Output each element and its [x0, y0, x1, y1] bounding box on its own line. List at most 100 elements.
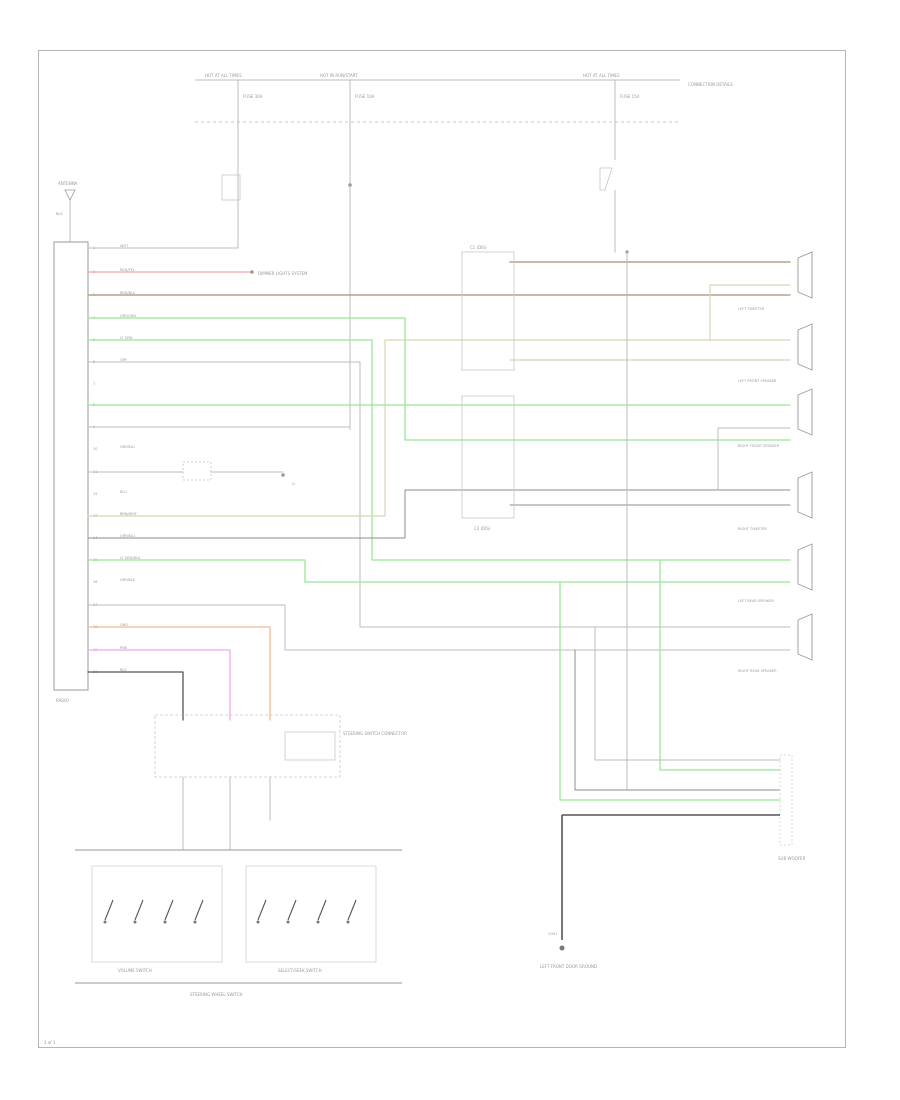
- connector-c1: C1 (DIS): [461, 245, 515, 371]
- speaker-label-right-tweeter: RIGHT TWEETER: [738, 527, 767, 531]
- radio-wire-label-18: ORG: [120, 623, 128, 627]
- switch-contact-1: [134, 899, 144, 921]
- radio-pin-12: 12: [93, 492, 97, 496]
- speaker-label-right-front-speaker: RIGHT FRONT SPEAKER: [738, 444, 780, 448]
- subwoofer-label: SUB WOOFER: [778, 856, 806, 861]
- switch-contact-2: [164, 899, 174, 921]
- bus-label-1: HOT AT ALL TIMES: [205, 73, 242, 78]
- switch-contact-7: [347, 899, 357, 921]
- radio-wire-label-14: GRY/BLU: [120, 534, 135, 538]
- switch-contact-5: [287, 899, 297, 921]
- fuse-label-1: FUSE 30A: [243, 94, 263, 99]
- wire-tan-10: [87, 339, 791, 517]
- speaker-left-front-speaker: LEFT FRONT SPEAKER: [738, 323, 813, 383]
- ground-main-label: G301: [548, 932, 557, 936]
- wire-green-5: [87, 339, 791, 561]
- switch-node-2: [163, 920, 167, 924]
- wire-gray-6: [87, 361, 791, 628]
- radio-wire-label-6: GRY: [120, 358, 128, 362]
- wire-gray-20: [614, 239, 628, 791]
- radio-wire-label-10: GRY/BLU: [120, 445, 135, 449]
- switch-node-6: [316, 920, 320, 924]
- ground-left-label: G: [292, 482, 295, 486]
- switch-contact-4: [257, 899, 267, 921]
- radio-wire-label-13: BRN/WHT: [120, 512, 138, 516]
- switch-node-7: [346, 920, 350, 924]
- footer-label: 1 of 1: [44, 1040, 56, 1045]
- steering-connector-label: STEERING SWITCH CONNECTOR: [343, 731, 407, 736]
- radio-wire-label-5: LT GRN: [120, 336, 133, 340]
- speaker-right-rear-speaker: RIGHT REAR SPEAKER: [738, 613, 813, 673]
- connector-c1-label: C1 (DIS): [470, 245, 487, 250]
- steering-wheel-switch-label: STEERING WHEEL SWITCH: [190, 992, 243, 997]
- speaker-label-left-front-speaker: LEFT FRONT SPEAKER: [738, 379, 777, 383]
- switch-contacts: [103, 899, 357, 924]
- radio-wire-label-1: WHT: [120, 244, 129, 248]
- radio-wire-label-20: BLK: [120, 668, 127, 672]
- radio-pin-16: 16: [93, 580, 97, 584]
- speakers: LEFT TWEETER LEFT FRONT SPEAKER RIGHT FRON…: [738, 251, 813, 673]
- radio-wire-label-19: PNK: [120, 646, 128, 650]
- radio-wire-label-15: LT GRN/BLK: [120, 556, 141, 560]
- wiring: [87, 239, 791, 851]
- wire-gray-16: [87, 604, 791, 651]
- speaker-label-left-tweeter: LEFT TWEETER: [738, 307, 765, 311]
- antenna-wire-label: BLK: [56, 212, 63, 216]
- connector-c2-label: C2 (DIS): [474, 526, 491, 531]
- fuse-label-2: FUSE 10A: [355, 94, 375, 99]
- wire-green-15: [87, 559, 791, 583]
- switch-node-0: [103, 920, 107, 924]
- wire-black-19: [87, 671, 184, 721]
- switch-node-3: [193, 920, 197, 924]
- wire-dark-12: [87, 489, 791, 539]
- speaker-label-left-rear-speaker: LEFT REAR SPEAKER: [738, 599, 774, 603]
- radio-unit: RADIO: [53, 241, 89, 703]
- switch-node-4: [256, 920, 260, 924]
- switch-contact-0: [104, 899, 114, 921]
- steering-switch-connector: STEERING SWITCH CONNECTOR: [154, 714, 407, 778]
- in-line-component: G: [182, 461, 295, 486]
- dimmer-label: DIMMER LIGHTS SYSTEM: [258, 271, 308, 276]
- wire-green-4: [87, 317, 791, 441]
- wire-tan-11: [709, 284, 791, 341]
- wire-gray-13: [717, 427, 791, 491]
- radio-wire-label-4: GRY/GRN: [120, 314, 136, 318]
- wire-pink-18: [87, 649, 231, 721]
- volume-switch-label: VOLUME SWITCH: [118, 968, 152, 973]
- switch-contact-6: [317, 899, 327, 921]
- speaker-left-rear-speaker: LEFT REAR SPEAKER: [738, 543, 813, 603]
- ground-g301: G301 LEFT FRONT DOOR GROUND: [540, 814, 780, 969]
- wire-green-21: [659, 559, 781, 771]
- top-power-bus: HOT AT ALL TIMES HOT IN RUN/START HOT AT…: [195, 73, 733, 430]
- antenna-label: ANTENNA: [58, 181, 78, 186]
- radio-wire-label-2: RED/YEL: [120, 268, 135, 272]
- speaker-right-front-speaker: RIGHT FRONT SPEAKER: [738, 388, 813, 448]
- wire-green-22: [559, 581, 781, 801]
- wire-dark-23: [574, 649, 781, 791]
- diagram-frame: [38, 50, 846, 1048]
- connector-c2: C2 (DIS): [461, 395, 515, 531]
- speaker-label-right-rear-speaker: RIGHT REAR SPEAKER: [738, 669, 777, 673]
- speaker-right-tweeter: RIGHT TWEETER: [738, 471, 813, 531]
- antenna: ANTENNA BLK: [56, 181, 78, 242]
- select-switch-label: SELECT/SEEK SWITCH: [278, 968, 322, 973]
- radio-wire-label-12: BLU: [120, 490, 127, 494]
- wire-gray-24: [594, 626, 781, 761]
- steering-wheel-switch: VOLUME SWITCH SELECT/SEEK SWITCH STEERIN…: [75, 849, 402, 997]
- bus-label-2: HOT IN RUN/START: [320, 73, 358, 78]
- radio-label: RADIO: [56, 698, 69, 703]
- radio-pin-7: 7: [93, 382, 95, 386]
- fuse-label-3: FUSE 15A: [620, 94, 640, 99]
- wire-orange-17: [87, 626, 271, 721]
- subwoofer: SUB WOOFER: [778, 754, 806, 861]
- switch-contact-3: [194, 899, 204, 921]
- ground-note: LEFT FRONT DOOR GROUND: [540, 964, 597, 969]
- bus-right-note: CONNECTION DETAILS: [688, 82, 733, 87]
- switch-node-1: [133, 920, 137, 924]
- upper-components: [221, 167, 629, 254]
- switch-node-5: [286, 920, 290, 924]
- radio-wire-label-16: GRY/BLK: [120, 578, 136, 582]
- radio-wire-label-3: BRN/BLK: [120, 291, 136, 295]
